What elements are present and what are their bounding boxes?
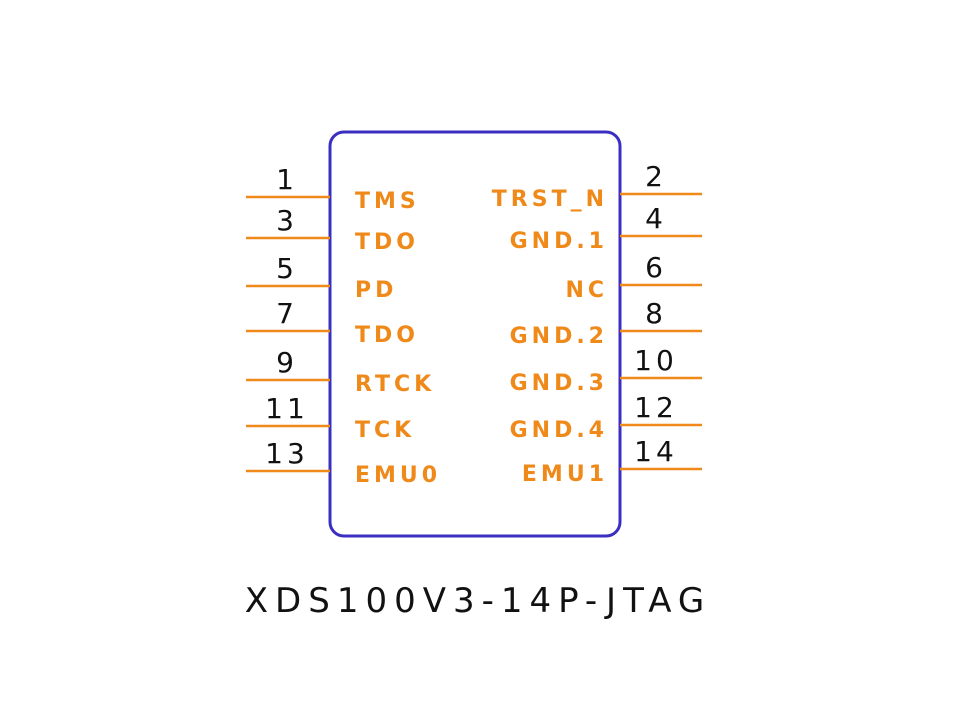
pin-group: 1TMS3TDO5PD7TDO9RTCK11TCK13EMU02TRST_N4G… <box>246 160 702 488</box>
right-pin-4-number: 4 <box>645 202 667 235</box>
right-pin-4-label: GND.1 <box>510 229 608 254</box>
left-pin-9-number: 9 <box>276 346 298 379</box>
right-pin-8-number: 8 <box>645 297 667 330</box>
left-pin-11-number: 11 <box>265 392 309 425</box>
left-pin-5-number: 5 <box>276 252 298 285</box>
right-pin-2-label: TRST_N <box>492 187 608 212</box>
diagram-title: XDS100V3-14P-JTAG <box>245 581 711 621</box>
left-pin-13-number: 13 <box>265 437 309 470</box>
right-pin-12-label: GND.4 <box>510 418 608 443</box>
left-pin-11-label: TCK <box>355 418 415 443</box>
right-pin-6-number: 6 <box>645 251 667 284</box>
right-pin-6-label: NC <box>565 278 608 303</box>
right-pin-12-number: 12 <box>634 391 678 424</box>
right-pin-14-number: 14 <box>634 435 678 468</box>
left-pin-13-label: EMU0 <box>355 463 441 488</box>
right-pin-2-number: 2 <box>645 160 667 193</box>
right-pin-10-label: GND.3 <box>510 371 608 396</box>
left-pin-3-number: 3 <box>276 204 298 237</box>
right-pin-10-number: 10 <box>634 344 678 377</box>
left-pin-9-label: RTCK <box>355 372 435 397</box>
connector-body <box>328 130 622 538</box>
left-pin-5-label: PD <box>355 278 397 303</box>
left-pin-7-label: TDO <box>355 323 419 348</box>
right-pin-14-label: EMU1 <box>522 462 608 487</box>
left-pin-1-label: TMS <box>355 189 420 214</box>
left-pin-3-label: TDO <box>355 230 419 255</box>
left-pin-7-number: 7 <box>276 297 298 330</box>
left-pin-1-number: 1 <box>276 163 298 196</box>
right-pin-8-label: GND.2 <box>510 324 608 349</box>
